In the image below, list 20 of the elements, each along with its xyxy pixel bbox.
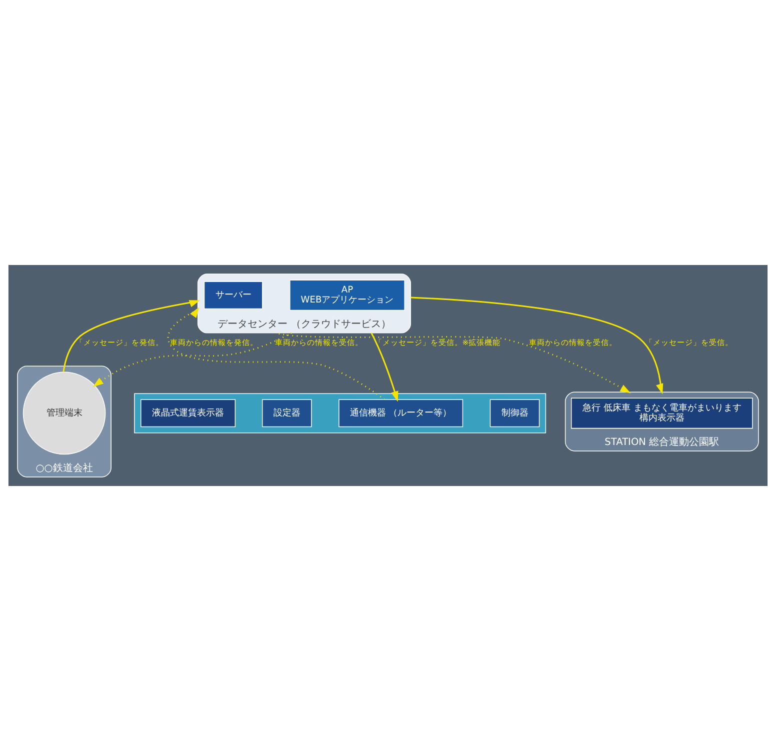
arrow	[62, 300, 200, 372]
node-box: 制御器	[490, 399, 540, 428]
node-box: 液晶式運賃表示器	[140, 399, 236, 428]
arrow	[276, 332, 631, 394]
node-box: AP WEBアプリケーション	[290, 280, 405, 311]
edge-label: 車両からの情報を受信。	[529, 338, 618, 347]
arrow	[370, 332, 398, 402]
cluster	[134, 393, 546, 434]
arrow	[92, 332, 292, 387]
node-box: 通信機器 （ルーター等）	[338, 399, 464, 428]
arrow	[410, 296, 664, 394]
node-box: サーバー	[204, 281, 263, 310]
edge-label: 車両からの情報を発信。	[170, 338, 258, 347]
node-box: 急行 低床車 まもなく電車がまいります 構内表示器	[570, 398, 753, 429]
edge-label: 車両からの情報を受信。	[274, 338, 363, 347]
edge-label: 「メッセージ」を受信。※拡張機能	[374, 338, 501, 347]
edge-label: 「メッセージ」を受信。	[645, 338, 734, 347]
arrow	[167, 307, 385, 400]
node-box: 設定器	[262, 399, 312, 428]
edge-label: 「メッセージ」を発信。	[75, 338, 164, 347]
